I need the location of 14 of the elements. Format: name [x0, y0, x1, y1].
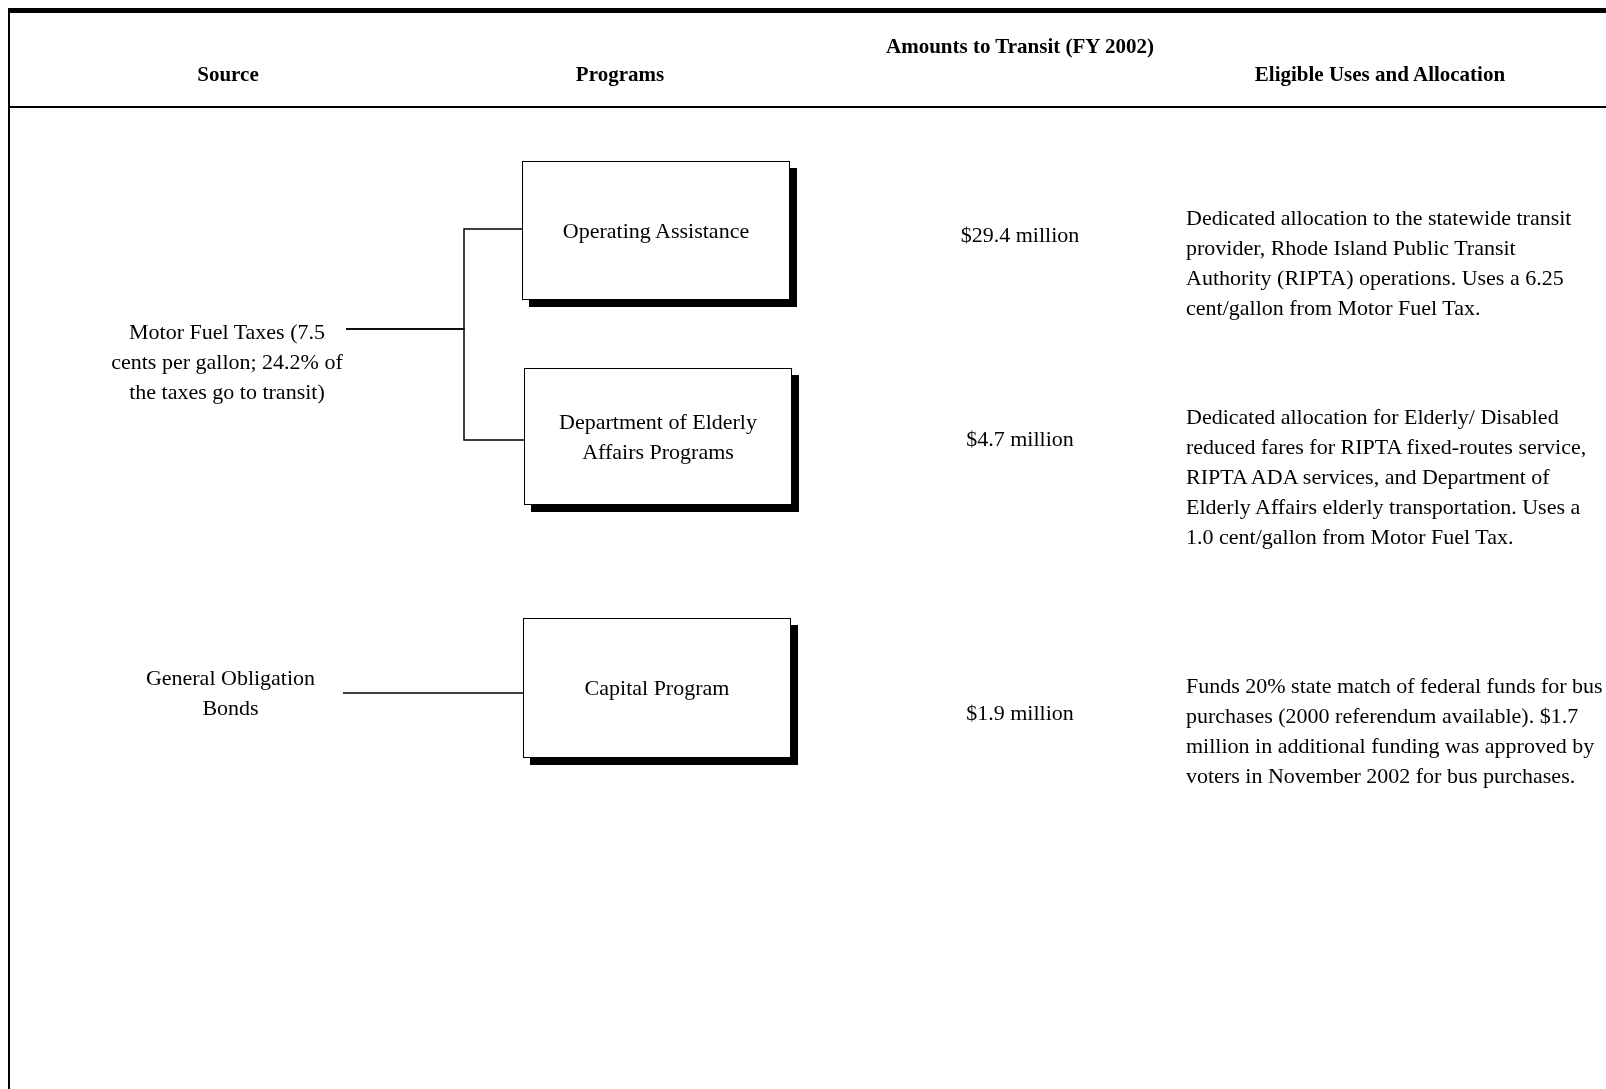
- column-header: Programs: [574, 61, 666, 88]
- column-header: Eligible Uses and Allocation: [1253, 61, 1507, 88]
- source-text: Motor Fuel Taxes (7.5 cents per gallon; 24.2% of the taxes go to transit): [108, 300, 346, 424]
- connector-line: [342, 692, 524, 694]
- description-text: Dedicated allocation for Elderly/ Disabled reduced fares for RIPTA fixed-routes service, RIPTA ADA services, and Department of Elderly Affairs elderly transportation. Uses a 1.0 cent/gallon from Motor Fuel Tax.: [1186, 403, 1588, 551]
- column-header: Amounts to Transit (FY 2002): [885, 33, 1155, 60]
- amount-text: $4.7 million: [965, 425, 1075, 453]
- connector-line: [345, 328, 525, 441]
- amount-text: $29.4 million: [959, 221, 1081, 249]
- source-text: General Obligation Bonds: [118, 660, 343, 726]
- description-text: Dedicated allocation to the statewide transit provider, Rhode Island Public Transit Authority (RIPTA) operations. Uses a 6.25 cent/gallon from Motor Fuel Tax.: [1186, 204, 1573, 322]
- description-text: Funds 20% state match of federal funds for bus purchases (2000 referendum available). $1.7 million in additional funding was approved by voters in November 2002 for bus purchases.: [1186, 672, 1604, 790]
- column-header: Source: [196, 61, 260, 88]
- amount-text: $1.9 million: [965, 699, 1075, 727]
